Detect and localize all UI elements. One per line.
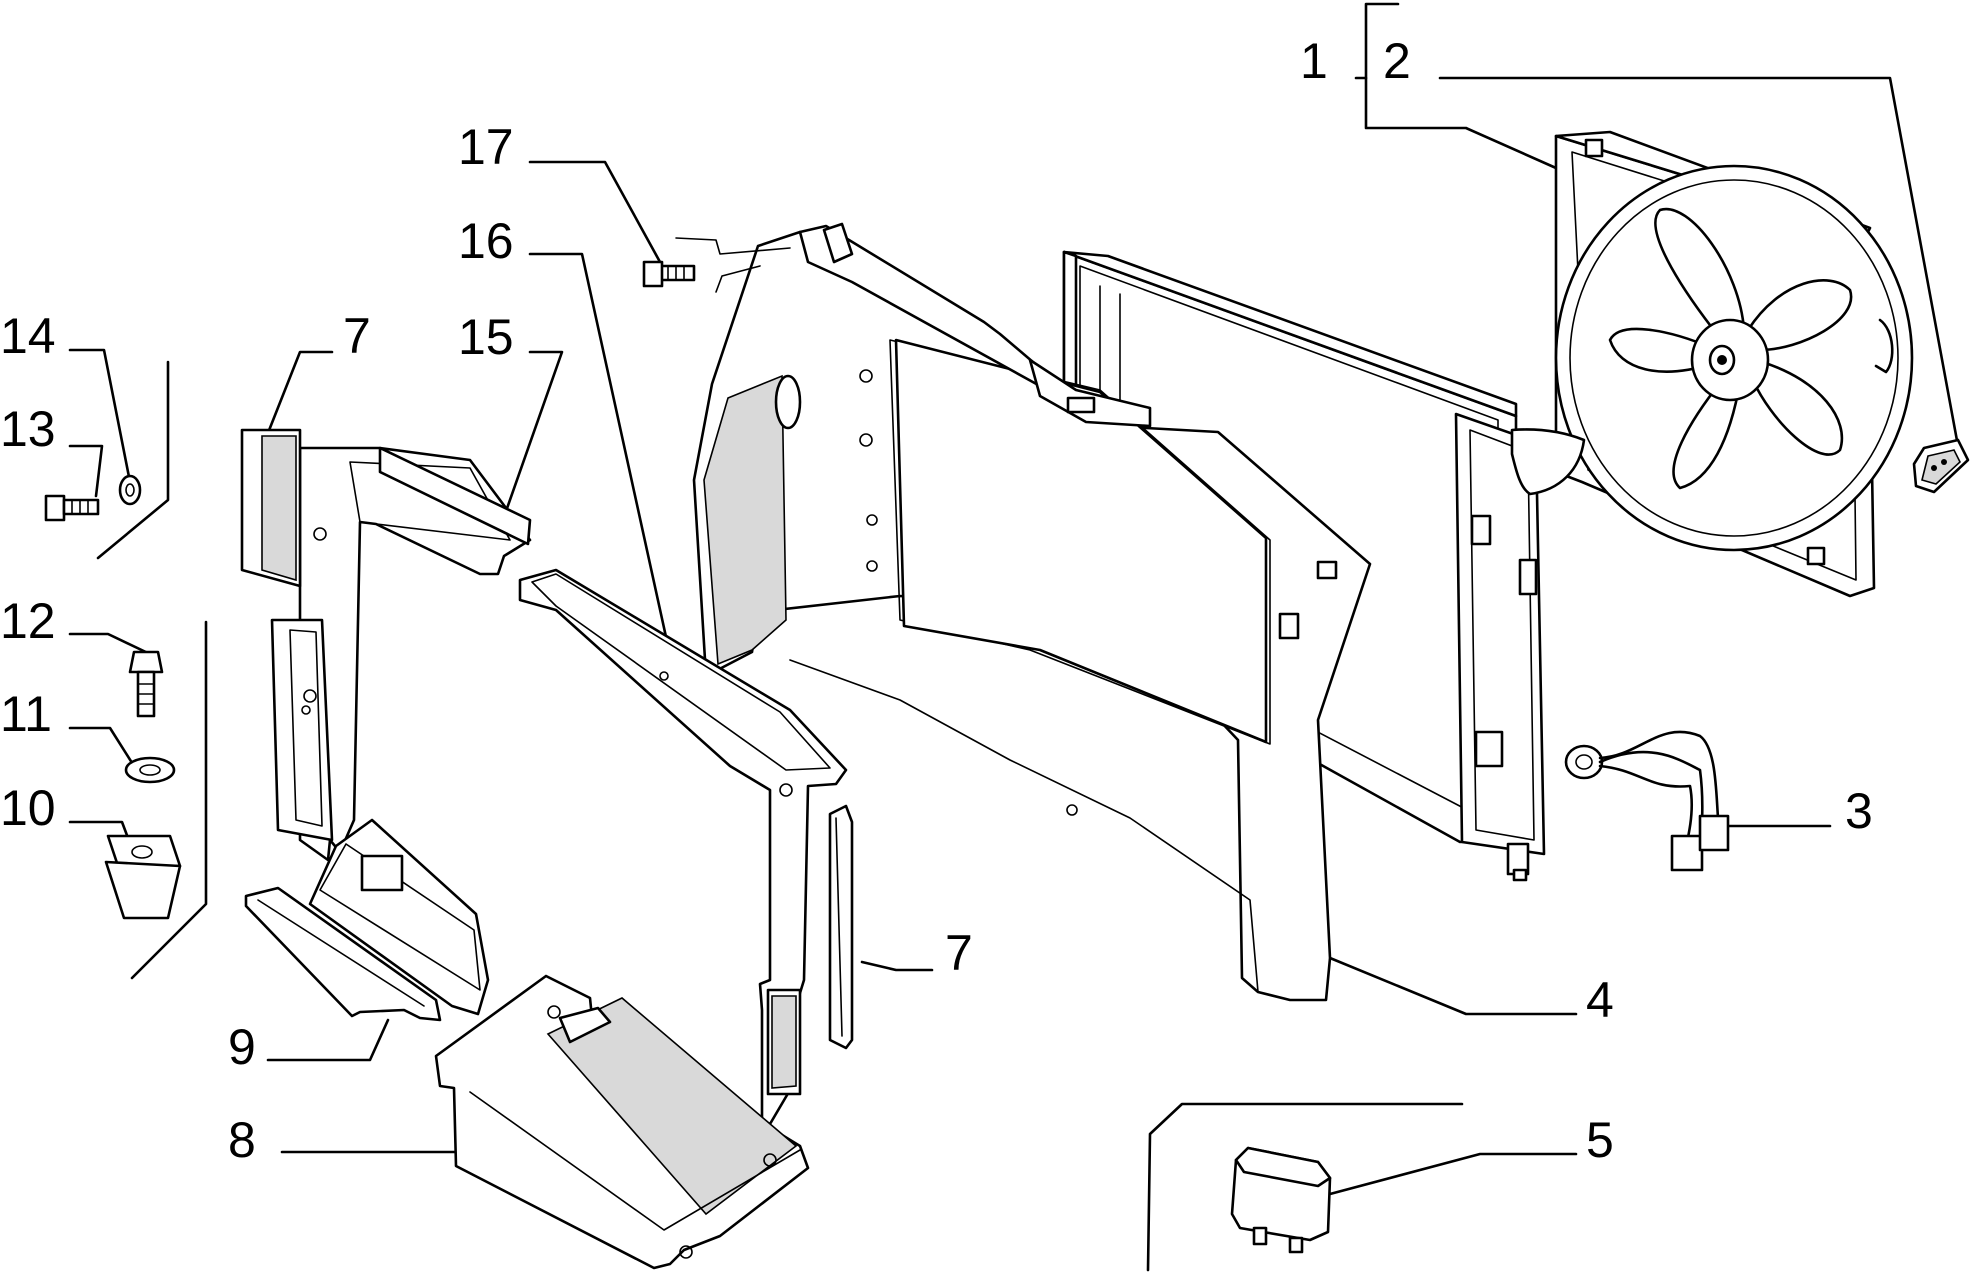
callout-14: 14 xyxy=(0,308,56,364)
washer-14 xyxy=(118,474,142,506)
callout-16: 16 xyxy=(458,213,514,269)
cooling-fan-assembly xyxy=(1554,130,1914,598)
seal-strip-7-bottom xyxy=(828,804,854,1050)
callout-13: 13 xyxy=(0,401,56,457)
bolt-13 xyxy=(44,494,100,522)
callout-11: 11 xyxy=(0,686,52,742)
callout-1: 1 xyxy=(1300,33,1328,89)
fan-thermal-switch xyxy=(1912,438,1970,494)
clip-nut-10 xyxy=(104,834,182,920)
callout-8: 8 xyxy=(228,1112,256,1168)
callout-17: 17 xyxy=(458,119,514,175)
bolt-12 xyxy=(128,650,164,718)
callout-9: 9 xyxy=(228,1019,256,1075)
left-side-frame xyxy=(240,428,532,1016)
callout-2: 2 xyxy=(1383,33,1411,89)
callout-3: 3 xyxy=(1845,783,1873,839)
callout-12: 12 xyxy=(0,593,56,649)
lower-deflector-9 xyxy=(244,886,442,1022)
callout-7-bottom: 7 xyxy=(945,925,973,981)
callout-10: 10 xyxy=(0,780,56,836)
wiring-harness-3 xyxy=(1564,730,1730,872)
callout-5: 5 xyxy=(1586,1112,1614,1168)
callout-7-top: 7 xyxy=(343,308,371,364)
relay-5 xyxy=(1230,1146,1332,1254)
callout-4: 4 xyxy=(1586,972,1614,1028)
leader-lines xyxy=(68,2,1960,1272)
radiator-cowl xyxy=(692,222,1372,1002)
under-tray-8 xyxy=(434,974,810,1270)
washer-11 xyxy=(124,756,176,784)
bolt-17 xyxy=(642,237,791,293)
callout-15: 15 xyxy=(458,309,514,365)
